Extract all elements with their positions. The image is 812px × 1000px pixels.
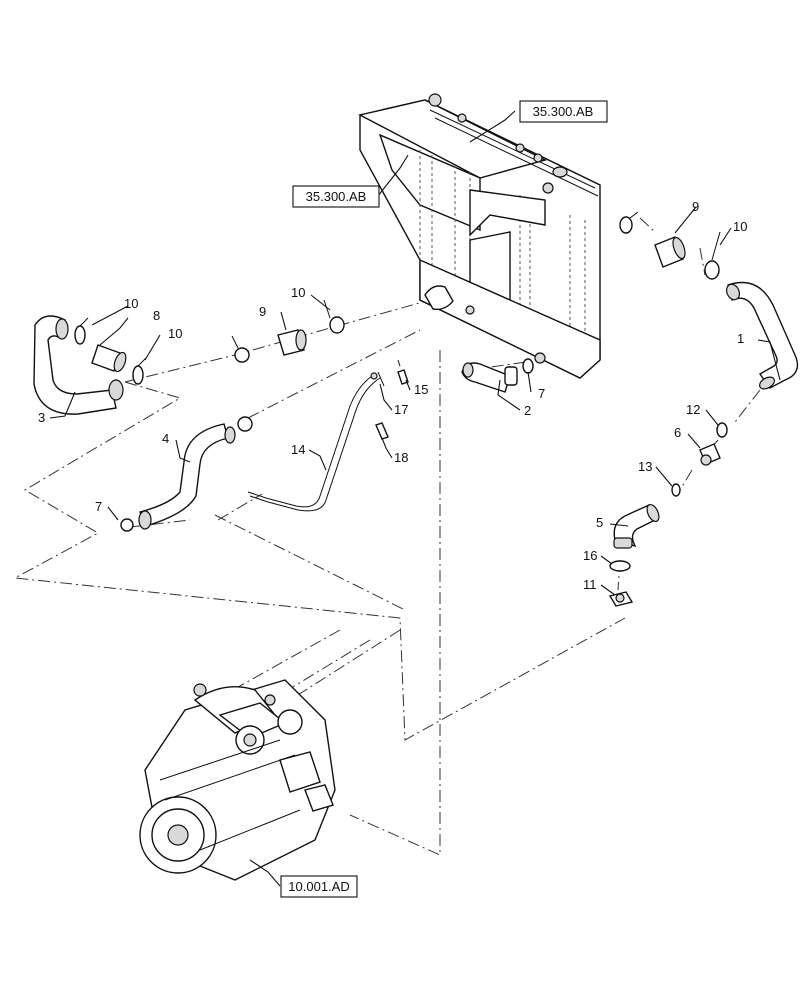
callout-18: 18: [394, 450, 408, 465]
radiator-assembly[interactable]: [358, 93, 601, 379]
callout-9-right: 9: [692, 199, 699, 214]
sleeve-9-left[interactable]: [277, 329, 307, 356]
callout-14: 14: [291, 442, 305, 457]
fitting-7-left[interactable]: [120, 518, 134, 532]
reference-radiator-right-text: 35.300.AB: [533, 104, 594, 119]
callout-10-a: 10: [124, 296, 138, 311]
callout-16: 16: [583, 548, 597, 563]
reference-radiator-left[interactable]: 35.300.AB: [292, 185, 380, 208]
callout-12: 12: [686, 402, 700, 417]
reference-radiator-left-text: 35.300.AB: [306, 189, 367, 204]
o-ring-16[interactable]: [609, 560, 631, 572]
hose-4[interactable]: [138, 423, 236, 530]
fitting-15[interactable]: [397, 359, 409, 385]
callout-4: 4: [162, 431, 169, 446]
callout-7-right: 7: [538, 386, 545, 401]
callout-13: 13: [638, 459, 652, 474]
callout-6: 6: [674, 425, 681, 440]
fitting-11[interactable]: [608, 591, 634, 607]
callout-17: 17: [394, 402, 408, 417]
callout-8: 8: [153, 308, 160, 323]
clamp-10-c[interactable]: [323, 299, 345, 334]
callout-11: 11: [583, 577, 597, 592]
callout-2: 2: [524, 403, 531, 418]
hose-1[interactable]: [724, 281, 799, 391]
hose-3[interactable]: [33, 315, 124, 415]
callout-7-left: 7: [95, 499, 102, 514]
clamp-at-radiator-outlet[interactable]: [619, 211, 639, 234]
reference-engine[interactable]: 10.001.AD: [280, 875, 358, 898]
callout-1: 1: [737, 331, 744, 346]
clamp-near-hose-4[interactable]: [237, 416, 253, 432]
callout-5: 5: [596, 515, 603, 530]
sensor-18[interactable]: [375, 422, 389, 440]
assembly-guide-lines: [13, 217, 761, 856]
seal-13[interactable]: [671, 483, 681, 497]
callout-9-left: 9: [259, 304, 266, 319]
sensor-line-14[interactable]: [247, 372, 381, 512]
elbow-5[interactable]: [613, 503, 661, 549]
callout-numbers: 1 2 3 4 5 6 7 7 8 9 9 10 10 10 10 11 12 …: [38, 199, 747, 592]
fitting-17[interactable]: [377, 371, 385, 387]
sleeve-9-right[interactable]: [654, 236, 687, 268]
callout-3: 3: [38, 410, 45, 425]
clamp-10-a[interactable]: [74, 317, 89, 345]
clamp-10-b[interactable]: [132, 357, 147, 385]
callout-10-d: 10: [733, 219, 747, 234]
callout-15: 15: [414, 382, 428, 397]
reference-radiator-right[interactable]: 35.300.AB: [519, 100, 608, 123]
reference-engine-text: 10.001.AD: [288, 879, 349, 894]
clamp-10-d[interactable]: [704, 231, 721, 280]
leader-lines: [49, 110, 781, 887]
callout-10-b: 10: [168, 326, 182, 341]
sleeve-8[interactable]: [91, 344, 128, 373]
callout-10-c: 10: [291, 285, 305, 300]
clamp-near-sleeve-9[interactable]: [231, 335, 250, 363]
hose-2[interactable]: [461, 358, 534, 393]
thermostat-housing-6[interactable]: [699, 443, 721, 466]
seal-12[interactable]: [716, 422, 728, 438]
engine-block[interactable]: [139, 679, 336, 881]
